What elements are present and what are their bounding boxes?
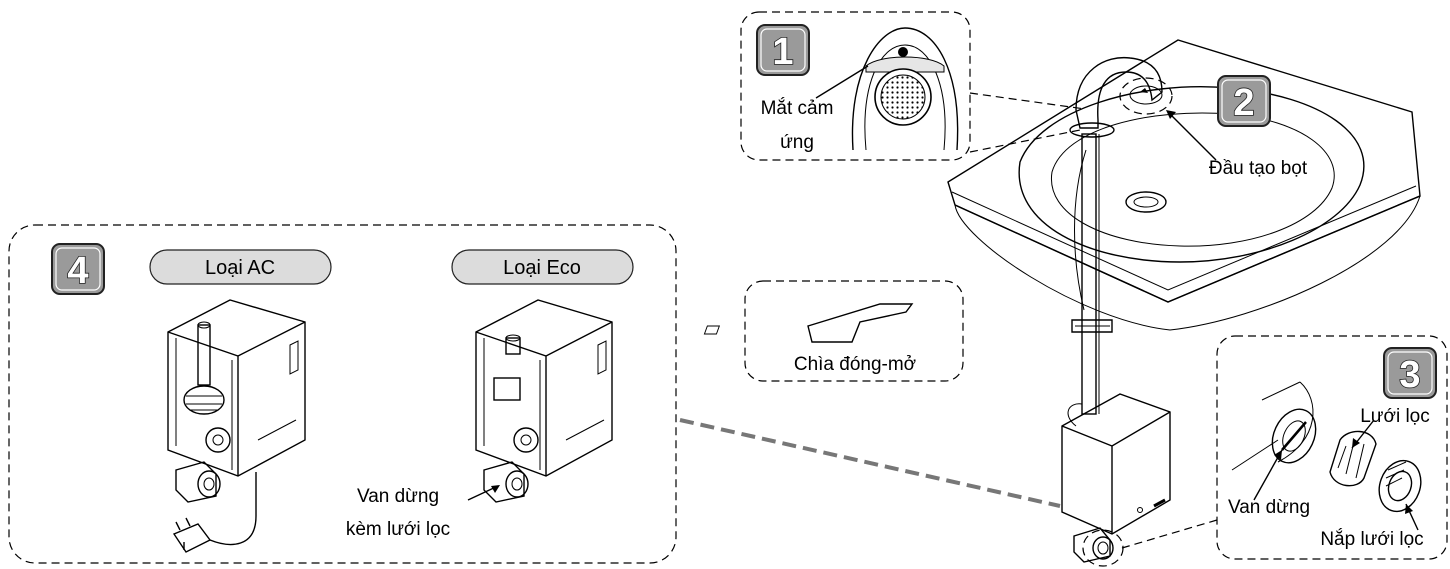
valve-part-icon (1271, 408, 1317, 464)
label-sensor-line2: ứng (780, 132, 814, 153)
label-filter: Lưới lọc (1360, 406, 1430, 427)
label-valve-filter-line2: kèm lưới lọc (346, 519, 450, 540)
faucet-drawing (1061, 56, 1171, 563)
label-aerator: Đầu tạo bọt (1209, 158, 1308, 179)
ac-control-box-drawing (167, 299, 306, 553)
aerator-highlight-ring (1119, 77, 1173, 115)
badge-3: 3 (1383, 347, 1437, 399)
panel-sensor-frame (740, 11, 971, 161)
pill-eco-label: Loại Eco (503, 257, 581, 279)
panel-filter: 3 Lưới lọc Van dừng Nắp lưới lọc (1216, 335, 1448, 560)
key-icon (807, 303, 914, 343)
panel-filter-frame (1216, 335, 1448, 560)
badge-4-number: 4 (67, 250, 88, 292)
label-filter-cap: Nắp lưới lọc (1320, 528, 1423, 550)
badge-1: 1 (756, 24, 810, 76)
panel-key: Chìa đóng-mở (703, 280, 964, 382)
aerator-leader (1167, 111, 1217, 161)
sensor-leader (815, 65, 869, 99)
label-key: Chìa đóng-mở (794, 354, 916, 375)
label-valve: Van dừng (1228, 497, 1310, 518)
valve-highlight-ring (1082, 529, 1124, 567)
label-sensor-line1: Mắt cảm (761, 97, 834, 119)
sensor-head-drawing (851, 27, 959, 151)
filter-cap-icon (1378, 459, 1422, 513)
panel-types-frame (8, 224, 677, 564)
badge-2-number: 2 (1233, 82, 1254, 124)
sensor-eye-icon (898, 47, 908, 57)
eco-control-box-drawing (475, 299, 613, 503)
badge-1-number: 1 (772, 31, 793, 73)
power-plug-icon (172, 523, 212, 553)
panel-types: 4 Loại AC Loại Eco (8, 224, 677, 564)
connector-4 (679, 418, 1061, 508)
sink-drawing (947, 39, 1421, 331)
label-valve-filter-line1: Van dừng (357, 486, 439, 507)
connector-3 (1121, 519, 1218, 549)
panel-sensor: 1 Mắt cảm ứng (740, 11, 971, 161)
badge-4: 4 (51, 243, 105, 295)
pill-eco: Loại Eco (451, 249, 634, 285)
connector-1b (969, 129, 1081, 153)
aerator-arrow-icon (1166, 110, 1176, 119)
filter-part-icon (1329, 430, 1377, 487)
connector-1 (969, 92, 1086, 110)
aerator-mesh-icon (880, 74, 926, 120)
valve-filter-arrow-icon (491, 485, 500, 493)
badge-2: 2 (1217, 75, 1271, 127)
pill-ac-label: Loại AC (205, 257, 275, 279)
badge-3-number: 3 (1399, 354, 1420, 396)
panel-key-frame (744, 280, 964, 382)
spout-sensor-icon (1140, 88, 1148, 93)
pill-ac: Loại AC (149, 249, 332, 285)
